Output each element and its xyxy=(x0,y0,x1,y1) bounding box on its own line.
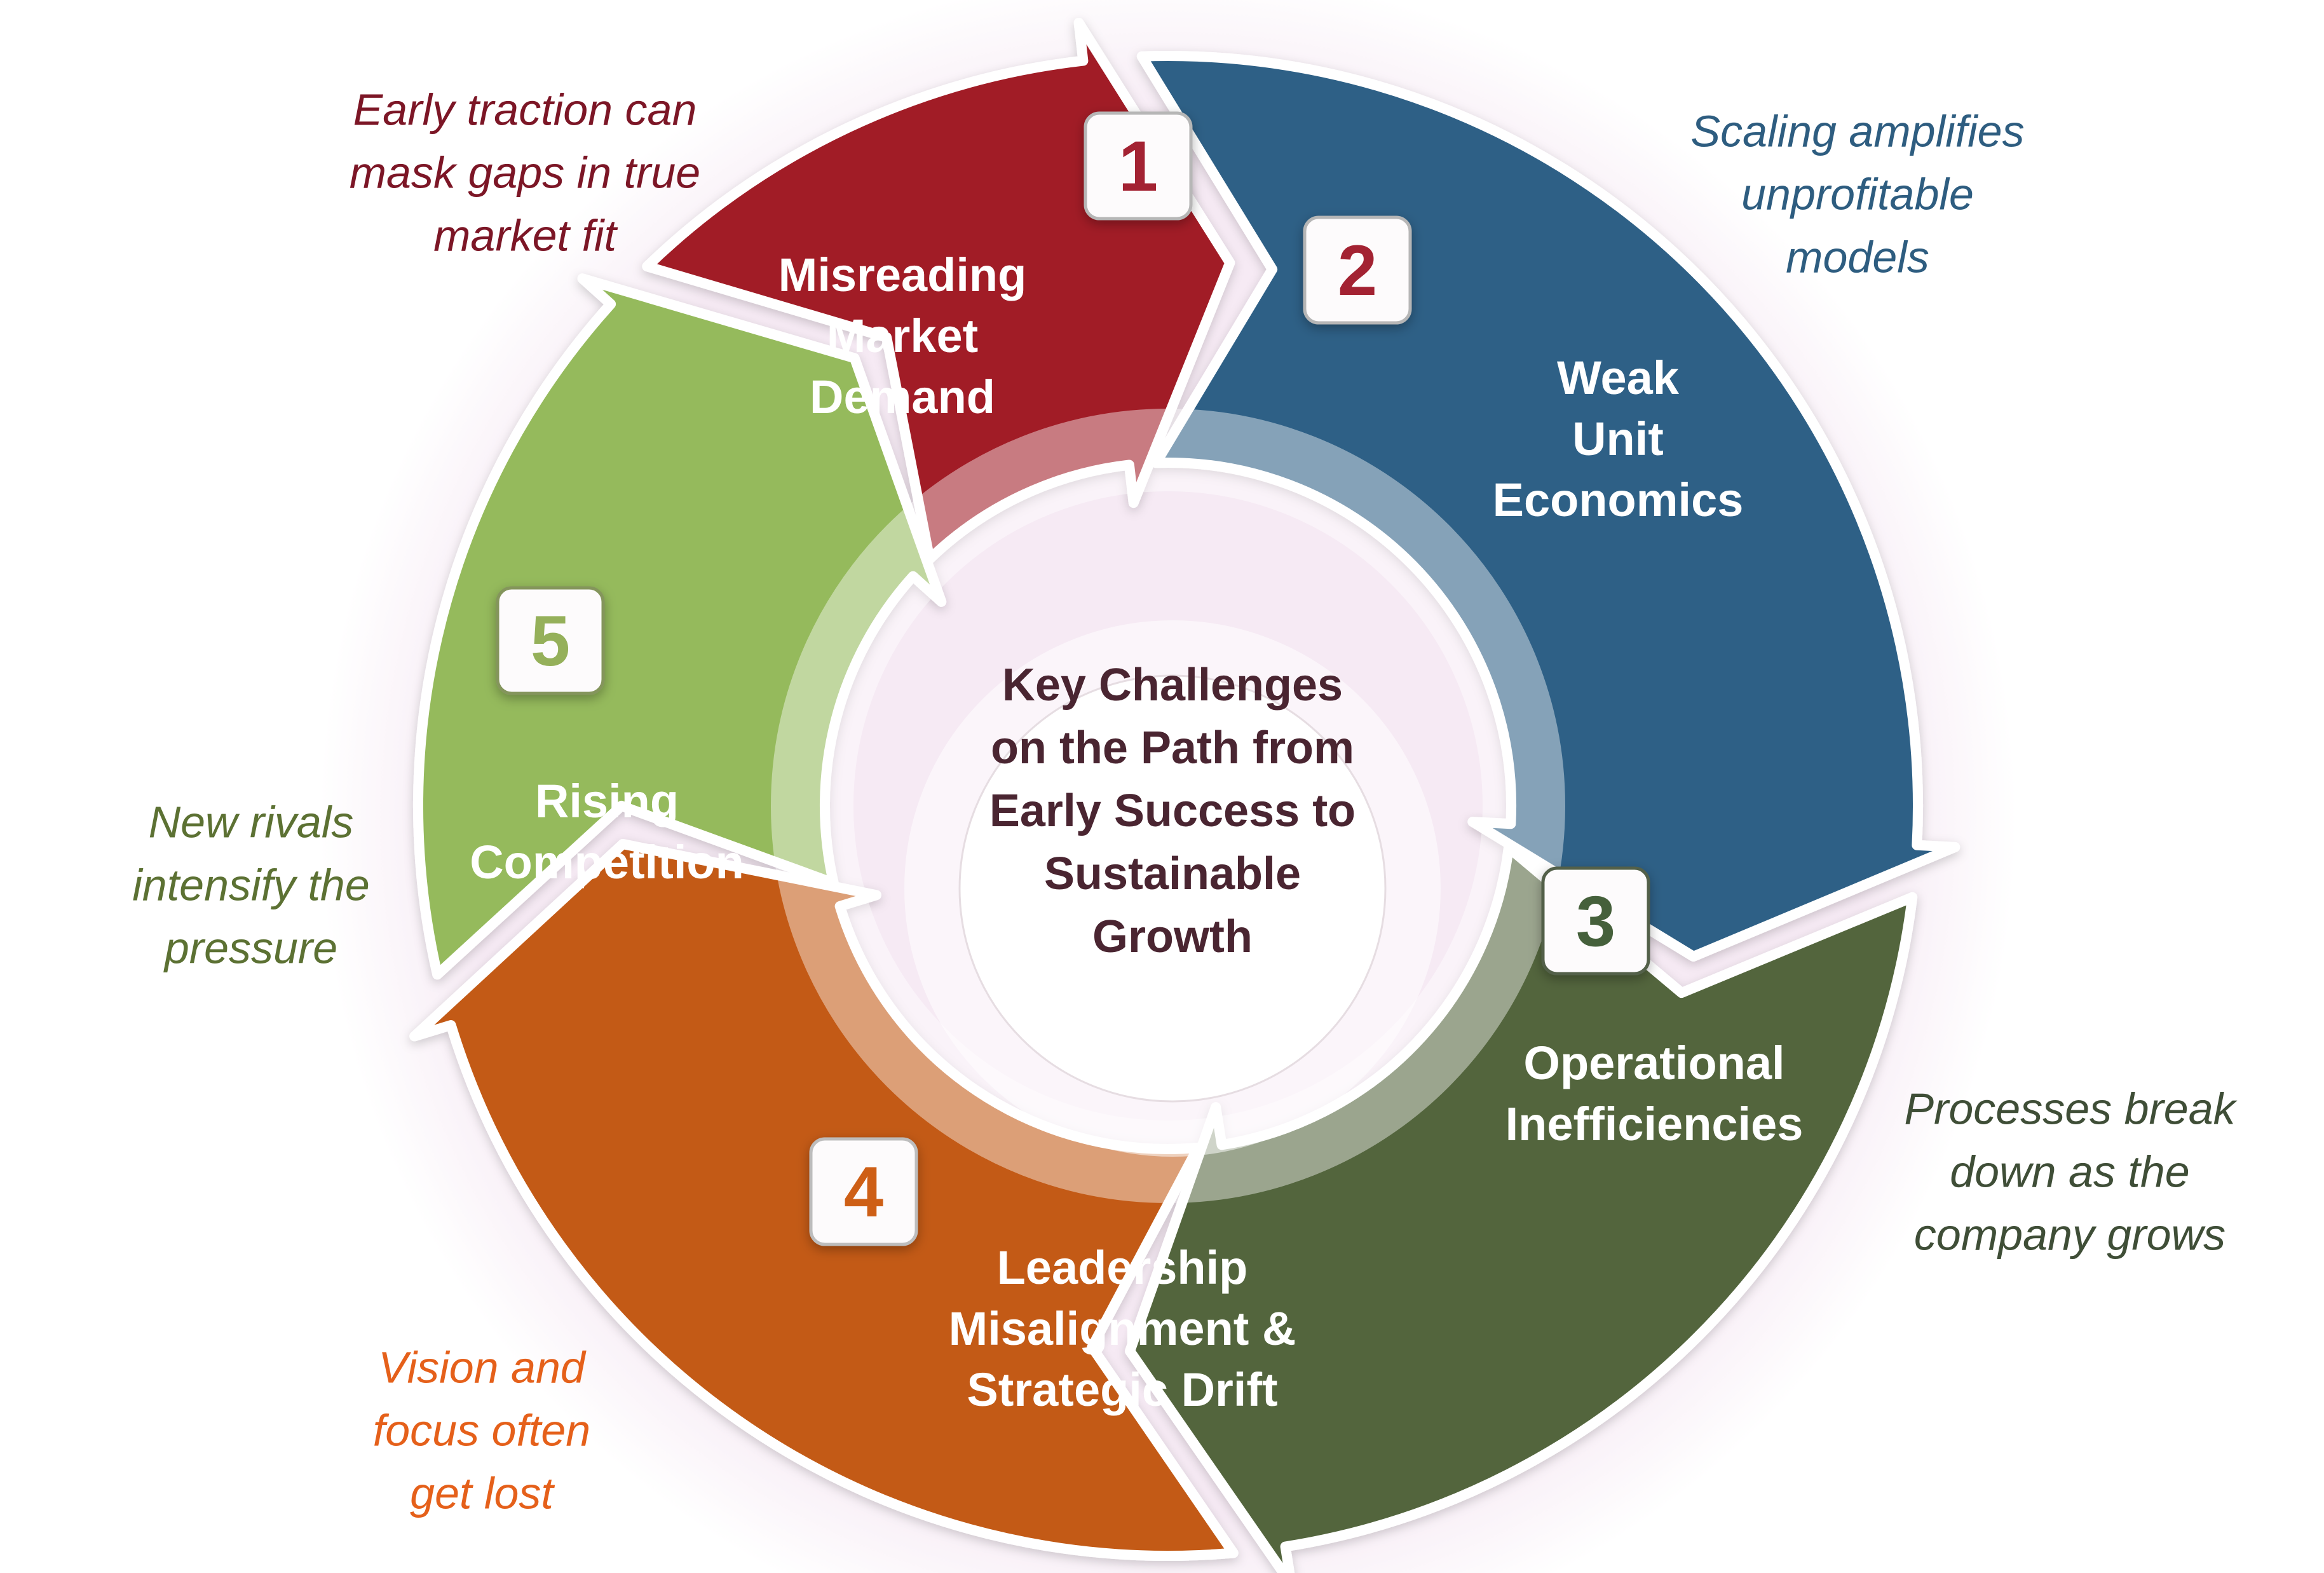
badge-number-3: 3 xyxy=(1576,882,1615,961)
badge-box-2 xyxy=(1303,215,1412,325)
badge-1: 1 xyxy=(1084,111,1193,221)
badge-5: 5 xyxy=(496,586,605,695)
badge-number-5: 5 xyxy=(531,601,570,681)
badge-4: 4 xyxy=(809,1137,918,1246)
segment-arrow-operational-inefficiencies xyxy=(1125,842,1918,1573)
glossy-ring xyxy=(771,409,1565,1203)
badge-box-3 xyxy=(1541,866,1650,976)
number-badges: 1 2 3 4 5 xyxy=(496,111,1650,1246)
center-circle xyxy=(958,674,1387,1103)
badge-number-2: 2 xyxy=(1338,231,1377,310)
badge-box-5 xyxy=(496,586,605,695)
badge-3: 3 xyxy=(1541,866,1650,976)
badge-box-1 xyxy=(1084,111,1193,221)
badge-number-4: 4 xyxy=(844,1152,883,1232)
segment-arrow-rising-competition xyxy=(413,273,947,980)
badge-number-1: 1 xyxy=(1118,126,1158,206)
badge-2: 2 xyxy=(1303,215,1412,325)
badge-box-4 xyxy=(809,1137,918,1246)
